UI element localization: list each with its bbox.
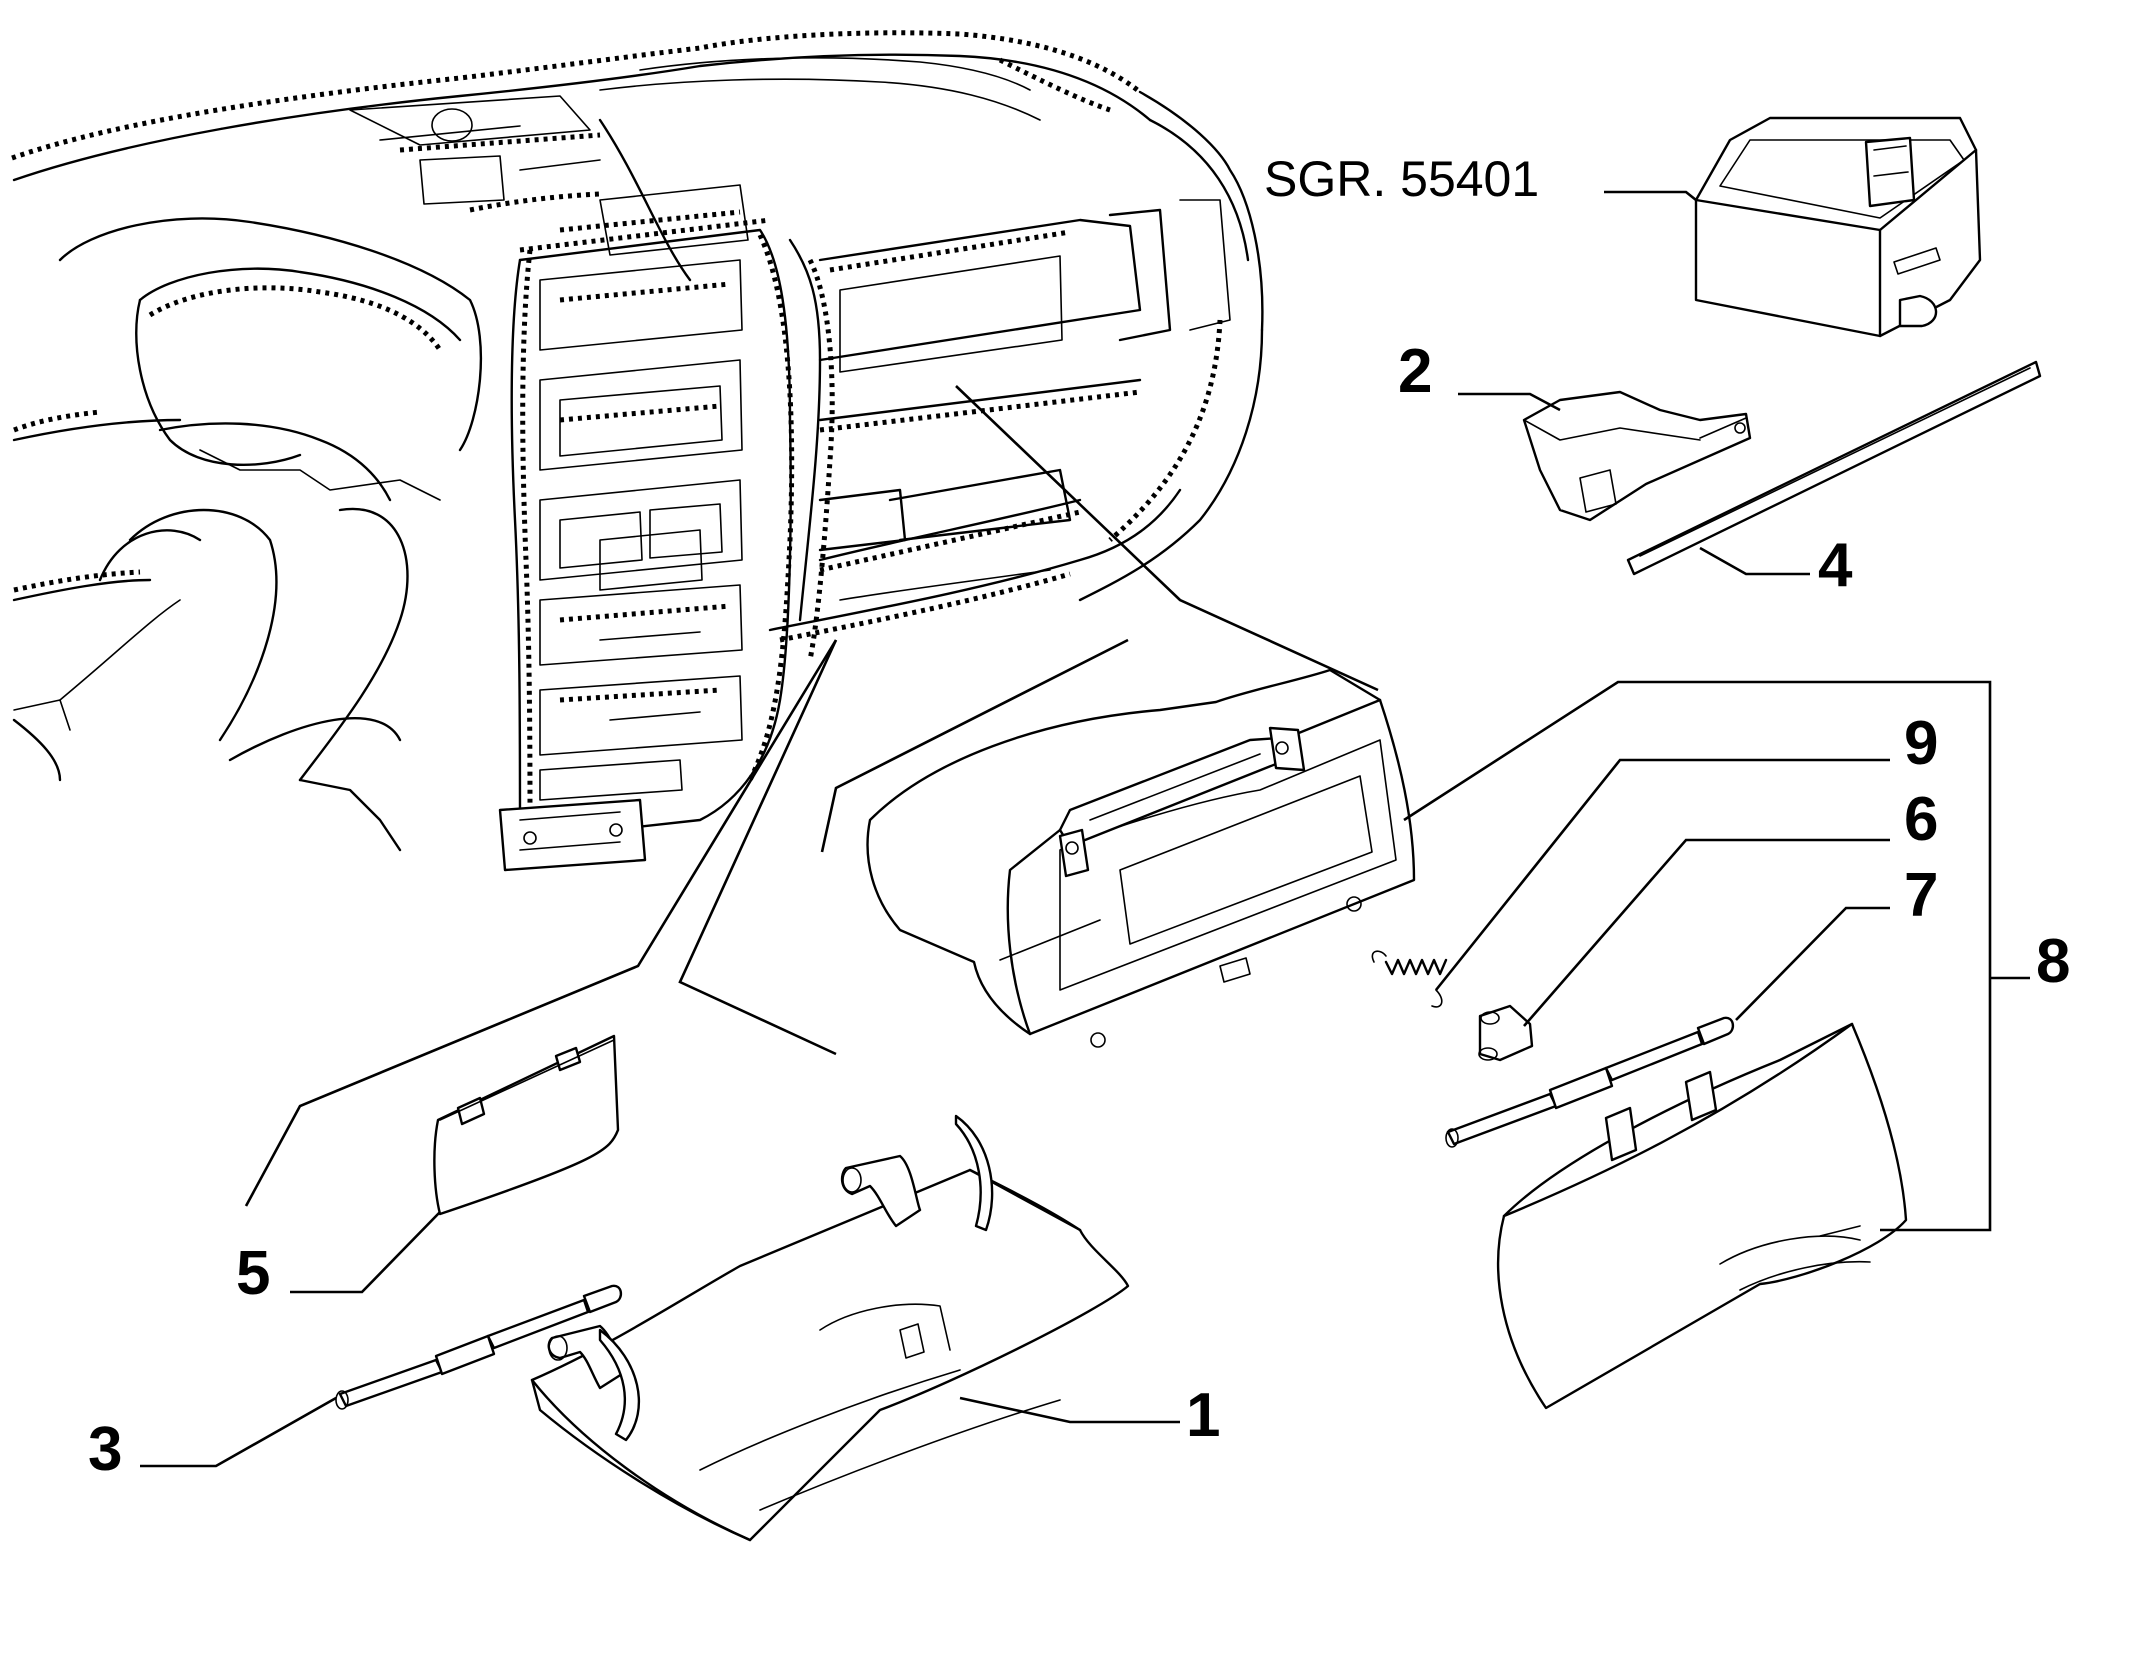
leader-lines xyxy=(140,190,2030,1468)
callout-labels: SGR. 55401 2 4 9 6 7 8 5 1 3 xyxy=(88,151,2070,1484)
part-8-door xyxy=(1496,1022,1908,1410)
reference-label: SGR. 55401 xyxy=(1264,151,1539,207)
part-7-rod xyxy=(1445,1016,1735,1148)
part-5-cover xyxy=(433,1034,620,1216)
callout-9: 9 xyxy=(1904,709,1938,778)
part-6-hinge xyxy=(1478,1004,1534,1062)
part-1-door xyxy=(530,1114,1130,1542)
callout-8: 8 xyxy=(2036,927,2070,996)
part-4-strip xyxy=(1626,360,2042,576)
callout-3: 3 xyxy=(88,1415,122,1484)
part-9-spring xyxy=(1371,950,1448,1008)
callout-2: 2 xyxy=(1398,337,1432,406)
callout-1: 1 xyxy=(1186,1381,1220,1450)
callout-7: 7 xyxy=(1904,861,1938,930)
dashboard-assembly xyxy=(11,30,1264,872)
callout-5: 5 xyxy=(236,1239,270,1308)
glove-box-housing xyxy=(866,668,1416,1048)
part-2-bracket xyxy=(1522,390,1752,522)
module-sgr-55401 xyxy=(1694,116,1982,338)
callout-4: 4 xyxy=(1818,531,1853,600)
part-3-rod xyxy=(335,1284,623,1410)
callout-6: 6 xyxy=(1904,785,1938,854)
